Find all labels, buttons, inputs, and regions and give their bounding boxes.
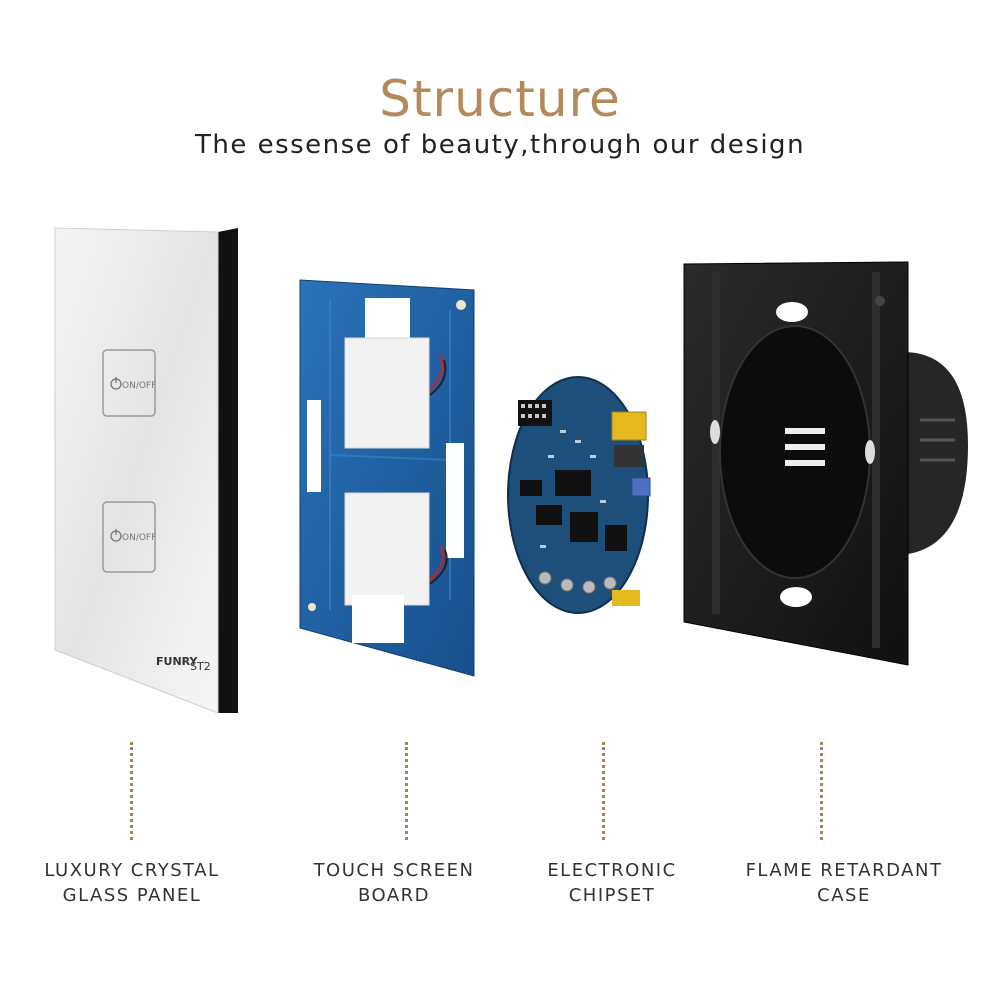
label-glass-panel-line2: GLASS PANEL (62, 885, 202, 906)
touch-button-bottom (102, 501, 156, 573)
model-label: ST2 (190, 660, 211, 673)
connector-dots-4 (820, 742, 823, 840)
page-title: Structure (379, 70, 621, 128)
flame-retardant-case (683, 261, 968, 666)
label-flame-retardant-case-line1: FLAME RETARDANT (745, 860, 943, 881)
electronic-chipset (507, 376, 651, 614)
glass-panel: ON/OFF ON/OFF FUNRY ST2 (54, 227, 238, 714)
connector-dots-2 (405, 742, 408, 840)
label-flame-retardant-case-line2: CASE (817, 885, 871, 906)
label-glass-panel: LUXURY CRYSTAL GLASS PANEL (22, 858, 242, 908)
label-electronic-chipset: ELECTRONIC CHIPSET (502, 858, 722, 908)
connector-dots-3 (602, 742, 605, 840)
button-label-top: ON/OFF (122, 381, 156, 391)
label-touch-screen-board: TOUCH SCREEN BOARD (284, 858, 504, 908)
button-label-bottom: ON/OFF (122, 533, 156, 543)
connector-dots-1 (130, 742, 133, 840)
touch-screen-board (299, 279, 475, 677)
touch-button-top (102, 349, 156, 417)
power-icon (110, 377, 122, 542)
label-glass-panel-line1: LUXURY CRYSTAL (44, 860, 220, 881)
label-electronic-chipset-line1: ELECTRONIC (547, 860, 677, 881)
brand-logo: FUNRY (156, 655, 199, 668)
label-flame-retardant-case: FLAME RETARDANT CASE (734, 858, 954, 908)
label-touch-screen-board-line2: BOARD (357, 885, 431, 906)
page-subtitle: The essense of beauty,through our design (194, 130, 806, 160)
label-electronic-chipset-line2: CHIPSET (568, 885, 656, 906)
label-touch-screen-board-line1: TOUCH SCREEN (313, 860, 475, 881)
